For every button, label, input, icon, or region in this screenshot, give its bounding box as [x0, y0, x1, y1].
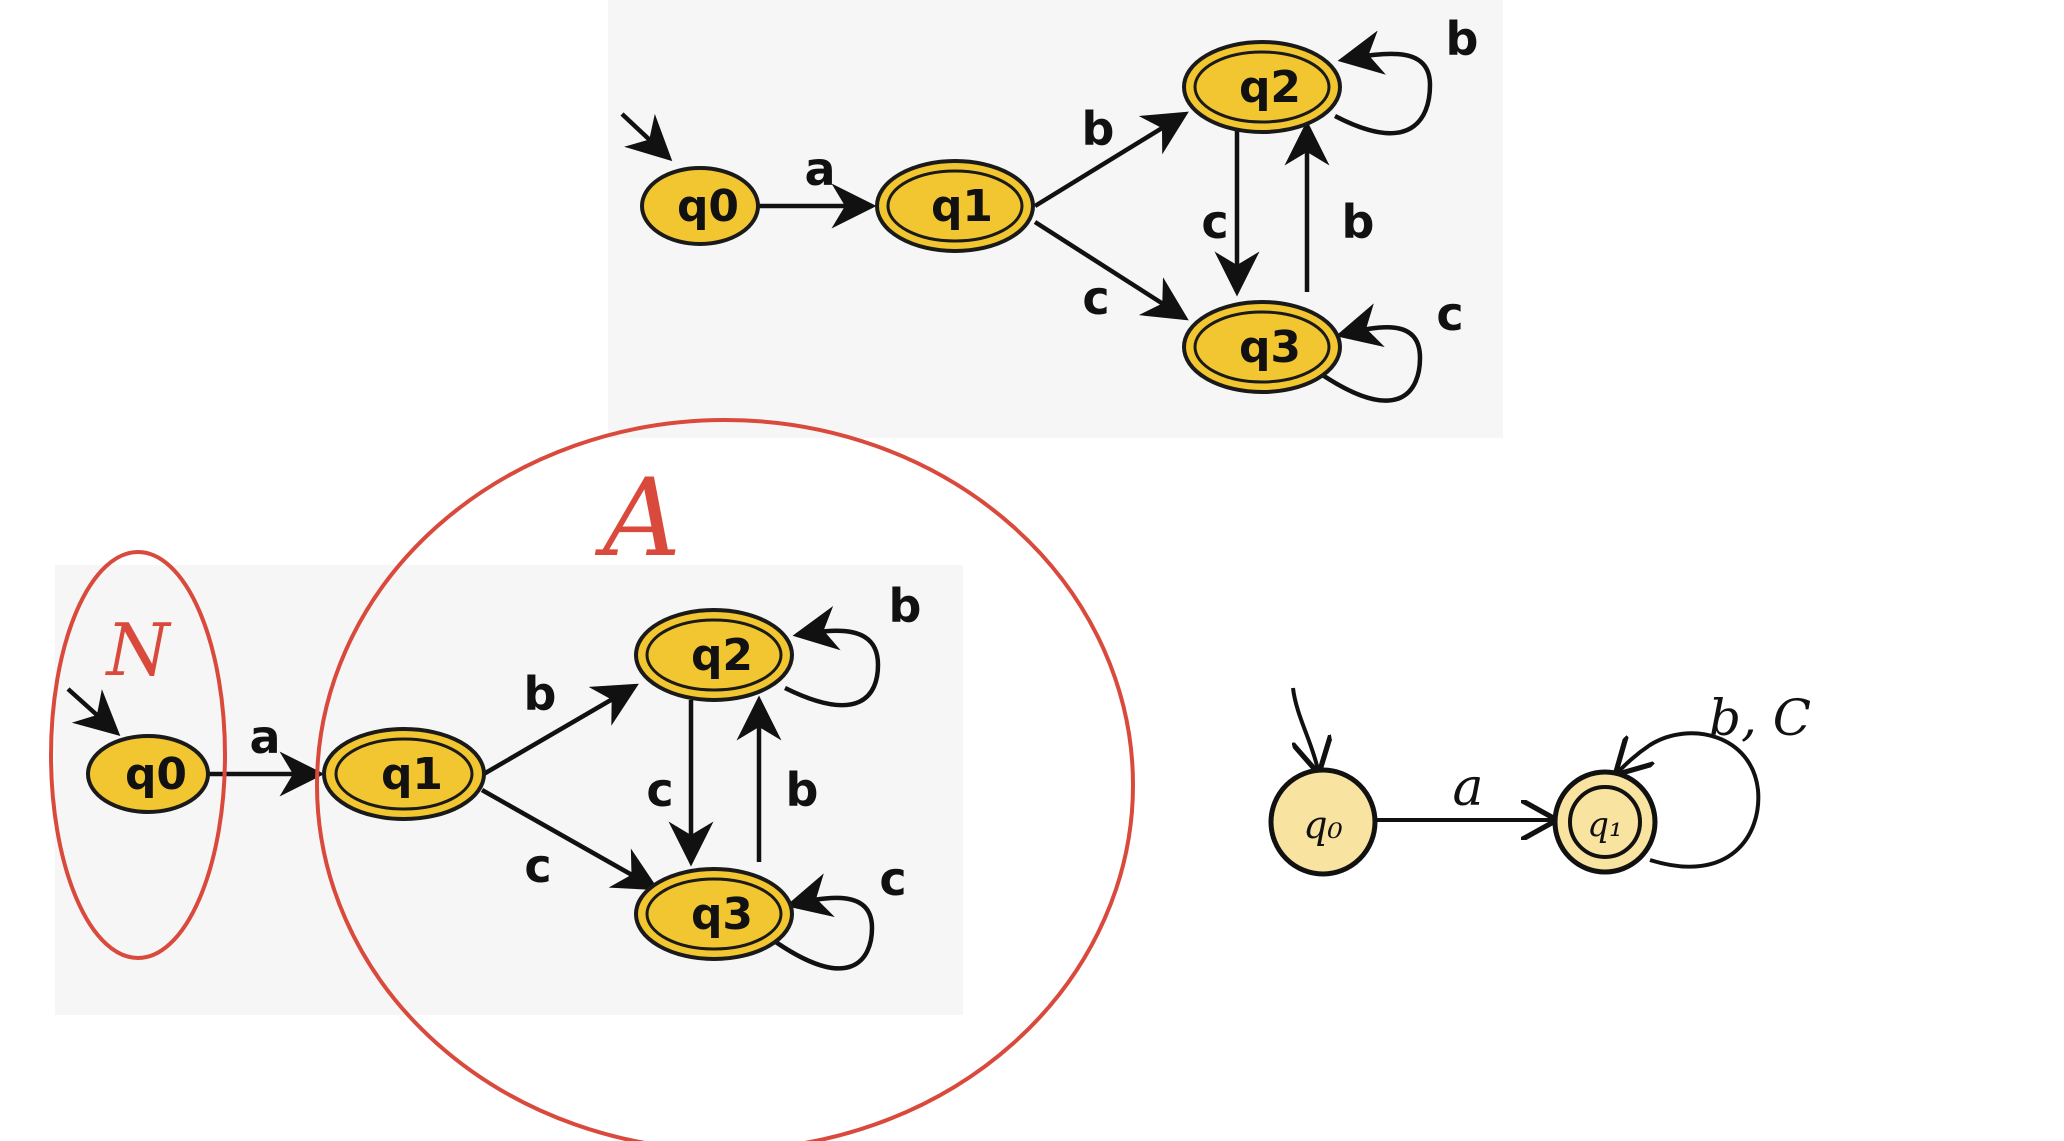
right-start-arrow — [1291, 687, 1318, 770]
top-loop-q2 — [1333, 30, 1433, 136]
left-state-q2-label: q2 — [691, 630, 753, 681]
top-label-q0-q1: a — [804, 142, 835, 196]
top-label-q1-q2: b — [1082, 102, 1115, 156]
top-state-q1-label: q1 — [931, 181, 993, 232]
right-loop-q1 — [1618, 731, 1761, 869]
left-state-q1: q1 — [322, 727, 486, 821]
top-state-q0: q0 — [640, 166, 760, 246]
right-label-q1-loop: b, C — [1709, 689, 1811, 747]
right-state-q1-label: q₁ — [1587, 805, 1622, 845]
right-state-q0: q₀ — [1268, 767, 1378, 877]
left-loop-q3 — [768, 873, 875, 971]
left-loop-q2 — [784, 606, 881, 708]
left-label-q1-q3: c — [524, 839, 551, 893]
left-state-q1-label: q1 — [381, 749, 443, 800]
top-label-q3-q2: b — [1342, 195, 1375, 249]
left-start-arrow — [66, 687, 121, 737]
annotation-label-a: A — [594, 456, 681, 581]
top-state-q3-label: q3 — [1239, 322, 1301, 373]
top-state-q0-label: q0 — [677, 181, 739, 232]
left-state-q3-label: q3 — [691, 889, 753, 940]
top-state-q1: q1 — [875, 159, 1035, 253]
right-state-q0-label: q₀ — [1303, 803, 1343, 847]
top-loop-q3 — [1316, 303, 1423, 403]
top-edge-q1-q2 — [1033, 111, 1189, 208]
left-edge-q1-q2 — [480, 683, 639, 777]
right-state-q1: q₁ — [1552, 769, 1658, 875]
left-label-q3-q2: b — [786, 763, 819, 817]
left-annotated-diagram: q0 q1 q2 q3 a b c c b b c N A — [49, 418, 1135, 1141]
top-state-q2: q2 — [1182, 40, 1342, 134]
right-label-q0-q1: a — [1452, 758, 1483, 818]
annotation-ellipse-a — [315, 418, 1135, 1141]
top-edge-q1-q3 — [1033, 220, 1189, 321]
top-dfa-diagram: q0 q1 q2 q3 a b c c b b c — [608, 0, 1503, 438]
left-label-q0-q1: a — [249, 710, 280, 764]
top-label-q1-q3: c — [1082, 271, 1109, 325]
annotation-ellipse-n — [49, 550, 227, 960]
top-label-q2-q3: c — [1201, 195, 1228, 249]
annotation-label-n: N — [105, 608, 173, 692]
top-start-arrow — [620, 112, 673, 162]
left-edge-q1-q3 — [480, 788, 659, 891]
top-label-q2-loop: b — [1446, 12, 1479, 66]
left-state-q0-label: q0 — [125, 749, 187, 800]
left-label-q1-q2: b — [524, 667, 557, 721]
top-state-q3: q3 — [1182, 300, 1342, 394]
left-label-q3-loop: c — [879, 852, 906, 906]
top-state-q2-label: q2 — [1239, 62, 1301, 113]
right-handdrawn-diagram: q₀ q₁ a b, C — [1268, 687, 1811, 877]
left-label-q2-loop: b — [889, 579, 922, 633]
left-state-q2: q2 — [634, 608, 794, 702]
left-label-q2-q3: c — [646, 763, 673, 817]
top-label-q3-loop: c — [1436, 287, 1463, 341]
left-state-q0: q0 — [86, 734, 210, 814]
left-state-q3: q3 — [634, 867, 794, 961]
